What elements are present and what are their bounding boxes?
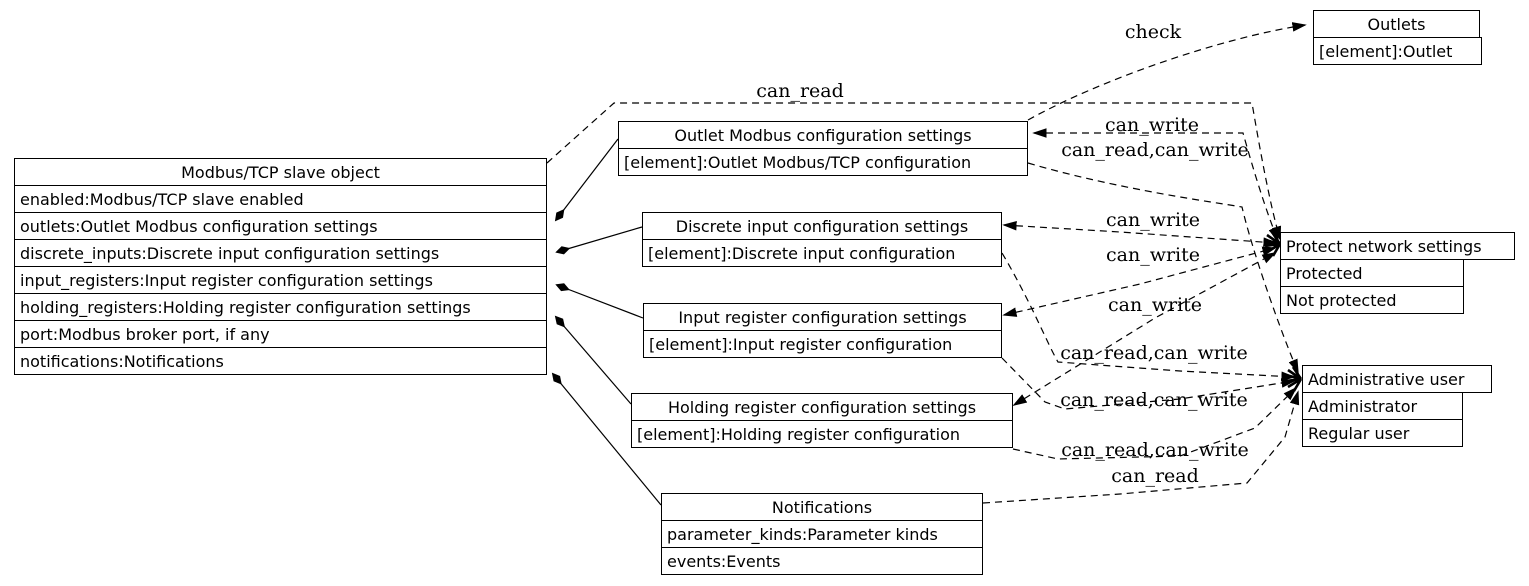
edge-label-can-read: can_read bbox=[756, 80, 844, 102]
edge-discrete-field bbox=[555, 226, 643, 255]
starburst-protect-network bbox=[1264, 231, 1282, 257]
edge-notifications-field bbox=[551, 372, 662, 506]
edge-holding-can-write bbox=[1012, 252, 1277, 406]
node-protect-network-settings: Protect network settings Protected Not p… bbox=[1280, 232, 1515, 314]
edge-holding-field bbox=[554, 315, 632, 405]
edge-notifications-can-read bbox=[982, 390, 1300, 504]
edge-input-can-read-write bbox=[1001, 357, 1296, 410]
node-title: Modbus/TCP slave object bbox=[14, 158, 547, 186]
node-title: Protect network settings bbox=[1280, 232, 1515, 260]
node-title: Administrative user bbox=[1302, 365, 1492, 393]
edge-label-can-read-write-input: can_read,can_write bbox=[1060, 389, 1248, 411]
node-title: Input register configuration settings bbox=[643, 303, 1002, 331]
edge-label-can-read-notifications: can_read bbox=[1111, 465, 1199, 487]
node-title: Notifications bbox=[661, 493, 983, 521]
edge-label-can-write-discrete: can_write bbox=[1105, 209, 1201, 231]
field-notifications: notifications:Notifications bbox=[14, 347, 547, 375]
edge-label-can-write-holding: can_write bbox=[1107, 294, 1203, 316]
value-administrator: Administrator bbox=[1302, 392, 1463, 420]
field-outlets: outlets:Outlet Modbus configuration sett… bbox=[14, 212, 547, 240]
edge-input-field bbox=[555, 283, 644, 319]
edge-discrete-can-read-write bbox=[1001, 252, 1296, 382]
field-element: [element]:Outlet Modbus/TCP configuratio… bbox=[618, 148, 1028, 176]
edge-outlet-check bbox=[1027, 22, 1307, 121]
edge-outlet-can-read-write bbox=[1027, 162, 1299, 374]
node-outlet-modbus-config: Outlet Modbus configuration settings [el… bbox=[618, 121, 1028, 176]
edge-discrete-can-write bbox=[1002, 220, 1278, 247]
edge-label-can-write-input: can_write bbox=[1105, 244, 1201, 266]
field-holding-registers: holding_registers:Holding register confi… bbox=[14, 293, 547, 321]
node-input-register-config: Input register configuration settings [e… bbox=[643, 303, 1002, 358]
field-discrete-inputs: discrete_inputs:Discrete input configura… bbox=[14, 239, 547, 267]
field-enabled: enabled:Modbus/TCP slave enabled bbox=[14, 185, 547, 213]
field-events: events:Events bbox=[661, 547, 983, 575]
field-port: port:Modbus broker port, if any bbox=[14, 320, 547, 348]
field-element: [element]:Outlet bbox=[1313, 37, 1482, 65]
edge-label-can-read-write-holding: can_read,can_write bbox=[1061, 439, 1249, 461]
field-parameter-kinds: parameter_kinds:Parameter kinds bbox=[661, 520, 983, 548]
node-notifications: Notifications parameter_kinds:Parameter … bbox=[661, 493, 983, 575]
value-not-protected: Not protected bbox=[1280, 286, 1464, 314]
node-title: Outlet Modbus configuration settings bbox=[618, 121, 1028, 149]
field-element: [element]:Holding register configuration bbox=[631, 420, 1013, 448]
edge-label-can-write-outlet: can_write bbox=[1104, 114, 1200, 136]
node-holding-register-config: Holding register configuration settings … bbox=[631, 393, 1013, 448]
starburst-admin-user bbox=[1285, 366, 1303, 392]
node-administrative-user: Administrative user Administrator Regula… bbox=[1302, 365, 1492, 447]
field-input-registers: input_registers:Input register configura… bbox=[14, 266, 547, 294]
edge-outlets-field bbox=[554, 138, 619, 222]
edge-label-check: check bbox=[1124, 21, 1182, 43]
node-title: Outlets bbox=[1313, 10, 1480, 38]
node-modbus-slave-object: Modbus/TCP slave object enabled:Modbus/T… bbox=[14, 158, 547, 375]
value-regular-user: Regular user bbox=[1302, 419, 1463, 447]
edge-holding-can-read-write bbox=[1012, 386, 1298, 460]
field-element: [element]:Discrete input configuration bbox=[642, 239, 1002, 267]
node-outlets: Outlets [element]:Outlet bbox=[1313, 10, 1482, 65]
edge-label-can-read-write-discrete: can_read,can_write bbox=[1060, 342, 1248, 364]
value-protected: Protected bbox=[1280, 259, 1464, 287]
edge-label-can-read-write-outlet: can_read,can_write bbox=[1061, 139, 1249, 161]
field-element: [element]:Input register configuration bbox=[643, 330, 1002, 358]
node-title: Discrete input configuration settings bbox=[642, 212, 1002, 240]
node-discrete-input-config: Discrete input configuration settings [e… bbox=[642, 212, 1002, 267]
node-title: Holding register configuration settings bbox=[631, 393, 1013, 421]
